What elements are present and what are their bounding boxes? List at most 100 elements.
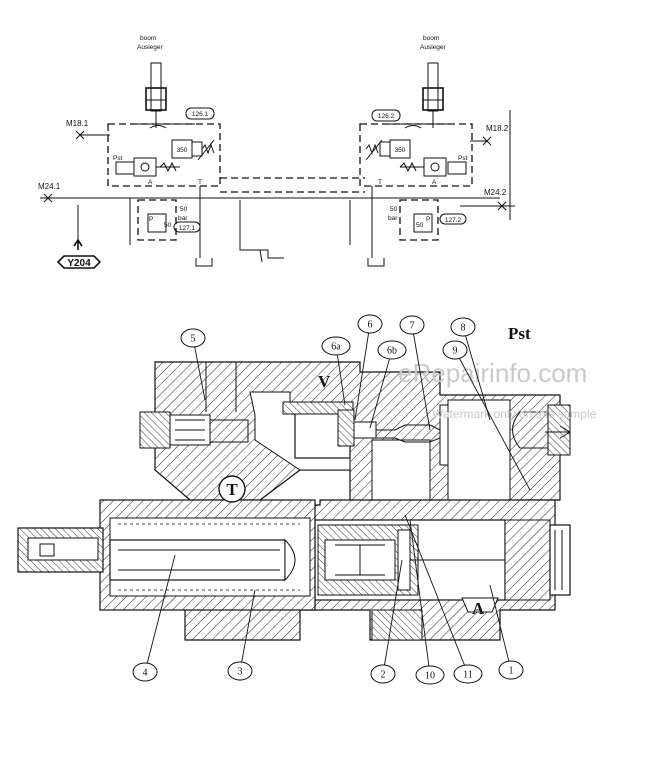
lower-plug xyxy=(371,609,423,641)
callout-leader-6b xyxy=(369,349,393,429)
callout-leader-6 xyxy=(354,323,371,421)
callout-text-11: 11 xyxy=(463,670,473,681)
port-t-label: T xyxy=(226,480,238,499)
pst-end-cap xyxy=(512,404,571,456)
right-boom-cylinder xyxy=(422,62,444,128)
svg-text:127.1: 127.1 xyxy=(179,225,196,232)
callout-text-2: 2 xyxy=(381,670,386,681)
left-circuit: boom Ausleger 126.1 M18.1 xyxy=(38,35,221,269)
spring-cylinder-3-4 xyxy=(99,499,316,611)
svg-text:bar: bar xyxy=(388,215,398,222)
left-port-m18: M18.1 xyxy=(66,119,110,140)
left-port-t: T xyxy=(198,179,202,186)
left-pst-label: Pst xyxy=(113,155,123,162)
adjusting-screw-5 xyxy=(139,362,249,449)
svg-text:P: P xyxy=(149,216,153,223)
right-relief-valve: 350 xyxy=(365,139,411,161)
callout-8: 8 xyxy=(450,317,491,421)
valve-cross-section: A T V Pst xyxy=(17,324,571,641)
callout-bubble-9 xyxy=(442,340,468,360)
callout-bubble-6 xyxy=(357,314,383,334)
callout-3: 3 xyxy=(227,589,256,681)
callout-bubble-6a xyxy=(321,336,351,356)
callout-4: 4 xyxy=(132,554,176,682)
left-boom-label: boom xyxy=(140,35,156,42)
right-tank-line xyxy=(367,186,385,267)
callout-leader-3 xyxy=(239,589,256,672)
callout-6a: 6a xyxy=(321,336,351,406)
left-check-valve xyxy=(115,157,180,177)
callout-bubble-6b xyxy=(377,340,407,360)
watermark: eRepairinfo.com Watermark only on this s… xyxy=(398,358,597,421)
watermark-site: eRepairinfo.com xyxy=(398,358,587,388)
svg-text:350: 350 xyxy=(177,147,188,154)
svg-text:350: 350 xyxy=(395,147,406,154)
right-circuit: boom Ausleger 126.2 M18.2 xyxy=(349,35,515,267)
svg-text:M18.1: M18.1 xyxy=(66,119,89,128)
callout-bubble-11 xyxy=(453,664,483,684)
rod-extension xyxy=(17,527,104,573)
callout-9: 9 xyxy=(442,340,531,491)
callout-text-10: 10 xyxy=(425,671,435,682)
svg-text:P: P xyxy=(426,216,430,223)
callout-text-3: 3 xyxy=(238,667,243,678)
svg-text:bar: bar xyxy=(178,215,188,222)
right-check-valve xyxy=(399,157,467,177)
end-plug-1 xyxy=(504,519,571,601)
callout-leader-1 xyxy=(489,584,512,671)
svg-text:M24.2: M24.2 xyxy=(484,188,507,197)
right-pst-label: Pst xyxy=(458,155,468,162)
callout-bubble-7 xyxy=(399,315,425,335)
right-valve-tag: 126.2 xyxy=(371,109,401,122)
y204-solenoid: Y204 xyxy=(56,238,102,269)
svg-text:126.2: 126.2 xyxy=(378,113,395,120)
right-port-m18: M18.2 xyxy=(470,124,509,146)
right-ausleger-label: Ausleger xyxy=(420,44,446,51)
left-ausleger-label: Ausleger xyxy=(137,44,163,51)
left-port-a: A xyxy=(148,179,153,186)
callout-bubble-3 xyxy=(227,661,253,681)
callout-leader-10 xyxy=(409,519,431,676)
left-relief-valve: 350 xyxy=(171,139,215,161)
callout-leader-7 xyxy=(411,324,431,431)
right-pressure-reducer: 50 bar 50 P 127.2 xyxy=(388,199,467,241)
callout-2: 2 xyxy=(370,559,403,684)
left-pressure-reducer: 50 bar 50 P 127.1 xyxy=(137,199,201,241)
svg-text:50: 50 xyxy=(390,206,398,213)
callout-leader-5 xyxy=(192,337,206,401)
callout-text-1: 1 xyxy=(509,666,514,677)
port-pst-label: Pst xyxy=(508,324,531,343)
callout-text-6: 6 xyxy=(368,320,373,331)
svg-text:M18.2: M18.2 xyxy=(486,124,509,133)
callout-text-4: 4 xyxy=(143,668,148,679)
callout-leader-9 xyxy=(454,349,531,491)
callout-bubble-1 xyxy=(498,660,524,680)
left-boom-cylinder xyxy=(145,62,167,128)
svg-text:Y204: Y204 xyxy=(67,258,91,269)
right-port-a: A xyxy=(432,179,437,186)
right-port-t: T xyxy=(378,179,382,186)
callout-11: 11 xyxy=(404,514,483,684)
svg-text:50: 50 xyxy=(416,222,424,229)
callout-bubble-8 xyxy=(450,317,476,337)
svg-text:127.2: 127.2 xyxy=(445,217,462,224)
callout-leader-6a xyxy=(335,345,346,406)
callout-bubble-2 xyxy=(370,664,396,684)
port-a-marker xyxy=(461,597,499,613)
callout-7: 7 xyxy=(399,315,431,431)
svg-text:M24.1: M24.1 xyxy=(38,182,61,191)
callout-layer: 1 2 3 4 5 6 6a 6b7 8 9 10 11 xyxy=(132,314,531,685)
callout-1: 1 xyxy=(489,584,524,680)
callout-text-6b: 6b xyxy=(387,346,397,357)
callout-leader-2 xyxy=(382,559,403,675)
callout-text-9: 9 xyxy=(453,346,458,357)
svg-text:126.1: 126.1 xyxy=(192,111,209,118)
callout-leader-11 xyxy=(404,514,469,675)
right-valve-block xyxy=(359,123,473,187)
callout-leader-4 xyxy=(144,554,176,673)
right-boom-label: boom xyxy=(423,35,439,42)
callout-5: 5 xyxy=(180,328,206,401)
callout-bubble-4 xyxy=(132,662,158,682)
callout-text-8: 8 xyxy=(461,323,466,334)
